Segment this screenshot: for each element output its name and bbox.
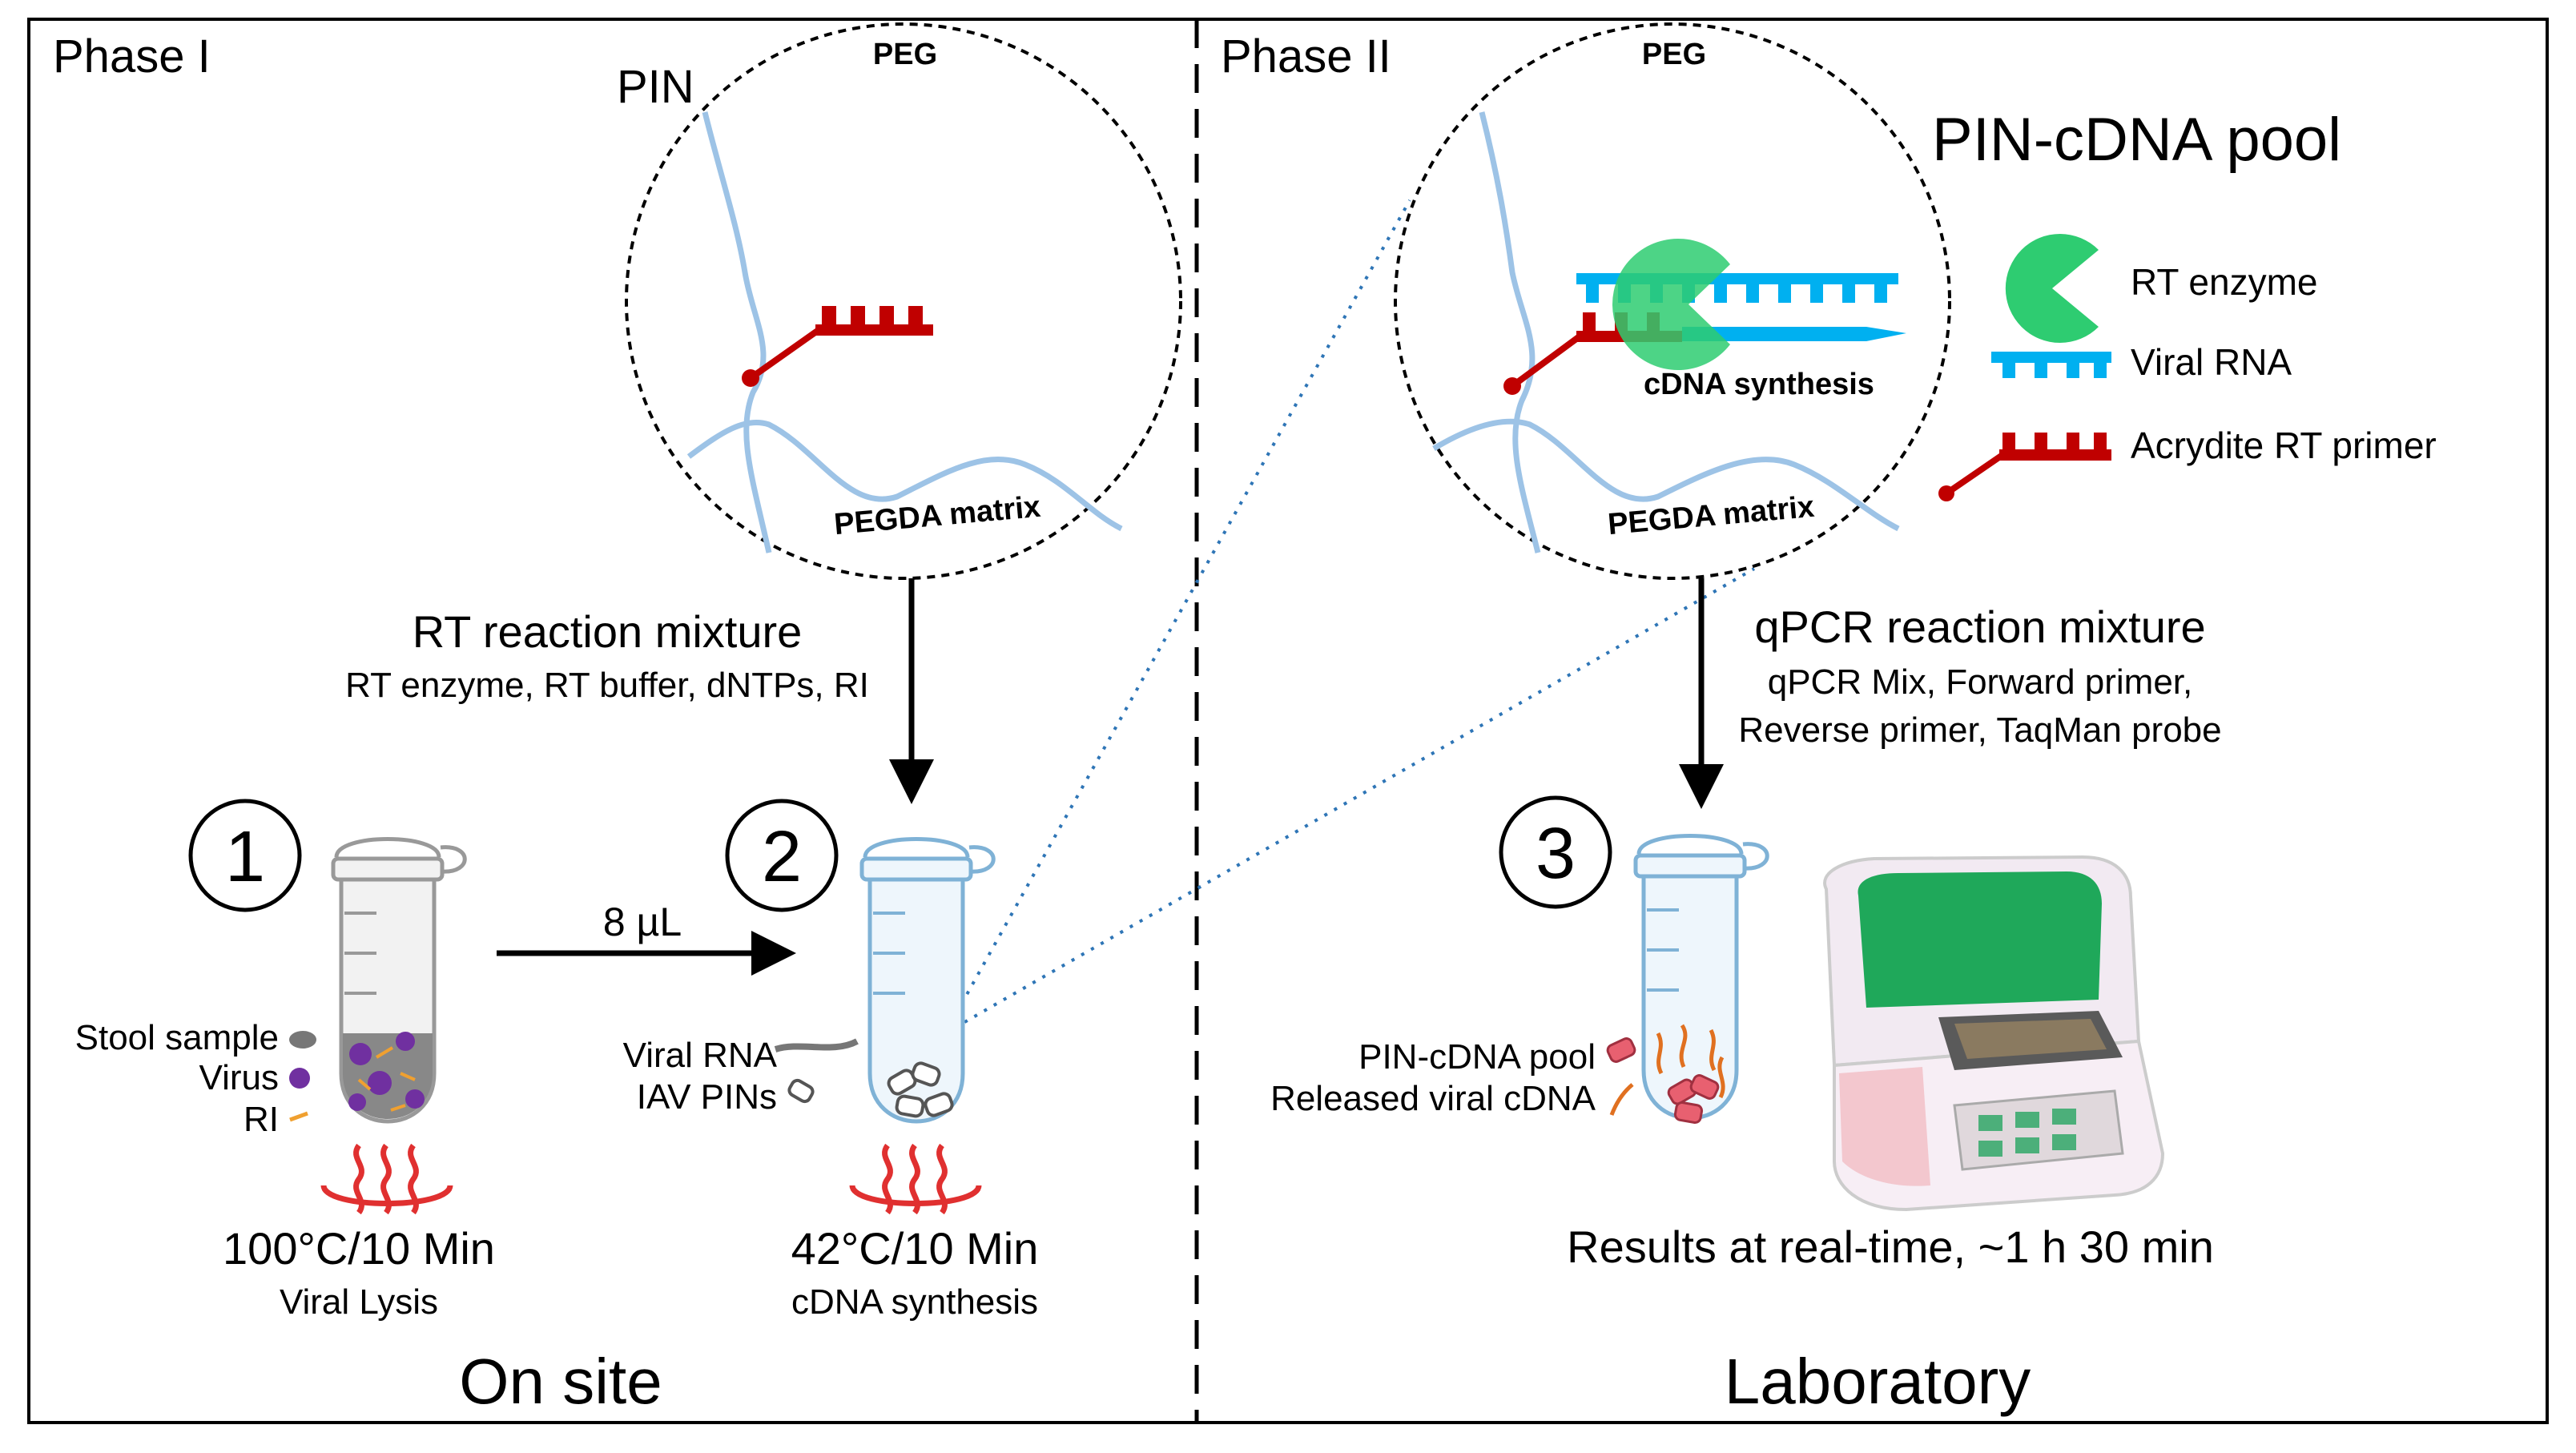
qpcr-instrument: [1823, 855, 2165, 1212]
cdna-synthesis-label: cDNA synthesis: [1644, 368, 1874, 401]
acrydite-primer-phase1: [742, 306, 933, 387]
phase2-legend: RT enzyme Viral RNA Acrydite RT primer: [1938, 234, 2437, 501]
step2-legend-icons: [774, 1038, 859, 1104]
rt-mixture-title: RT reaction mixture: [413, 606, 803, 657]
legend-rt-enzyme: RT enzyme: [2131, 261, 2318, 303]
viral-rna-icon: [1991, 352, 2111, 378]
step1-number: 1: [225, 817, 265, 897]
step2-number-circle: [725, 799, 839, 912]
legend-viral-rna-step2: Viral RNA: [623, 1036, 778, 1075]
legend-ri: RI: [244, 1100, 279, 1139]
tube-step3: [1633, 834, 1769, 1125]
step3-legend-icons: [1606, 1037, 1636, 1116]
step1-number-circle: [188, 799, 302, 912]
heat-icon-step2: [849, 1143, 982, 1215]
footer-on-site: On site: [459, 1346, 662, 1417]
peg-label-phase1: PEG: [873, 38, 937, 71]
peg-strands: [686, 111, 1123, 553]
qpcr-mixture-line1: qPCR Mix, Forward primer,: [1768, 662, 2193, 702]
step2-condition: 42°C/10 Min: [791, 1223, 1039, 1274]
rt-enzyme-icon: [2005, 234, 2099, 343]
legend-pin-cdna-pool: PIN-cDNA pool: [1358, 1037, 1596, 1077]
qpcr-mixture-title: qPCR reaction mixture: [1754, 602, 2205, 652]
step1-legend-icons: [289, 1031, 316, 1122]
outer-frame: [27, 18, 2549, 1424]
peg-strands-phase2: [1432, 111, 1900, 553]
heat-icon-step1: [320, 1143, 453, 1215]
step2-number: 2: [762, 817, 802, 897]
step3-number: 3: [1536, 814, 1576, 894]
footer-laboratory: Laboratory: [1725, 1346, 2031, 1417]
step3-number-circle: [1499, 795, 1612, 909]
step1-condition: 100°C/10 Min: [223, 1223, 495, 1274]
legend-stool-sample: Stool sample: [75, 1018, 279, 1057]
phase1-label: Phase I: [53, 30, 211, 83]
acrydite-primer-icon: [1938, 433, 2111, 501]
virus-particles: [348, 1032, 425, 1111]
rt-enzyme-shape: [1612, 238, 1730, 371]
zoom-circle-phase2: PEG cDNA synthesis PEGDA matrix: [1394, 22, 1951, 580]
pin-cdna-pool-title: PIN-cDNA pool: [1932, 106, 2341, 174]
phase2-label: Phase II: [1221, 30, 1391, 83]
transfer-volume: 8 µL: [603, 900, 682, 944]
pin-label: PIN: [617, 61, 694, 113]
step1-description: Viral Lysis: [280, 1282, 438, 1322]
ri-particles: [357, 1046, 416, 1112]
zoom-lines: [944, 199, 1755, 1035]
legend-viral-rna: Viral RNA: [2131, 341, 2292, 383]
results-text: Results at real-time, ~1 h 30 min: [1567, 1222, 2214, 1272]
legend-acrydite-primer: Acrydite RT primer: [2131, 425, 2437, 466]
zoom-circle-phase1: PEG PEGDA matrix: [625, 22, 1182, 580]
peg-label-phase2: PEG: [1642, 38, 1706, 71]
tube-step2: [859, 837, 996, 1124]
legend-iav-pins: IAV PINs: [637, 1077, 777, 1117]
qpcr-mixture-line2: Reverse primer, TaqMan probe: [1738, 710, 2221, 750]
legend-released-viral-cdna: Released viral cDNA: [1270, 1079, 1596, 1118]
tube-step1: [331, 837, 467, 1124]
rt-mixture-contents: RT enzyme, RT buffer, dNTPs, RI: [345, 666, 869, 705]
legend-virus: Virus: [199, 1058, 279, 1097]
step2-description: cDNA synthesis: [791, 1282, 1038, 1322]
